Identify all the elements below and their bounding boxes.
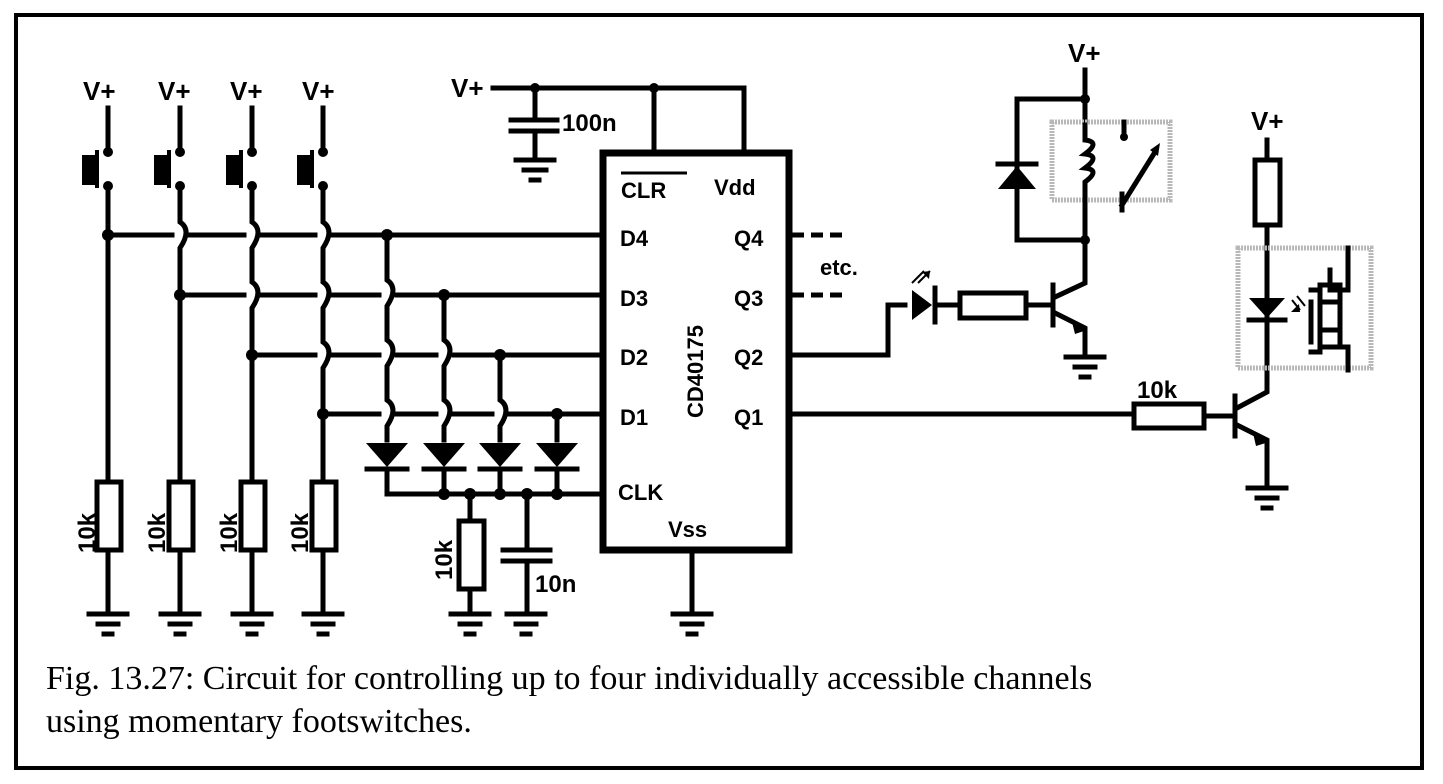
- npn-transistor-icon: [1232, 382, 1270, 488]
- continuation-label: etc.: [820, 255, 858, 280]
- pin-d2: D2: [620, 345, 648, 370]
- diode-icon: [421, 443, 467, 472]
- supply-label: V+: [83, 76, 116, 106]
- supply-label: V+: [230, 76, 263, 106]
- diode-icon: [477, 443, 523, 472]
- switch-column-4: V+ 10k: [287, 76, 345, 637]
- resistor-value: 10k: [144, 512, 171, 553]
- base-resistor-value: 10k: [1137, 377, 1178, 404]
- pin-vss: Vss: [668, 517, 707, 542]
- footswitch-icon[interactable]: [82, 150, 99, 188]
- led-resistor: [1252, 157, 1283, 228]
- resistor-value: 10k: [74, 512, 101, 553]
- supply-label: V+: [1251, 106, 1284, 136]
- ground-icon: [448, 611, 492, 637]
- supply-label: V+: [1068, 38, 1101, 68]
- data-bus: [102, 229, 603, 420]
- pin-q2: Q2: [734, 345, 763, 370]
- footswitch-icon[interactable]: [154, 150, 171, 188]
- ground-icon: [513, 157, 557, 183]
- resistor-value: 10k: [216, 512, 243, 553]
- capacitor-icon: [508, 117, 560, 134]
- flyback-diode-icon: [995, 161, 1039, 189]
- led-icon: [1246, 295, 1306, 323]
- pin-q4: Q4: [734, 226, 764, 251]
- diode-icon: [364, 443, 410, 472]
- pin-d3: D3: [620, 286, 648, 311]
- ground-icon: [158, 611, 202, 637]
- pin-vdd: Vdd: [714, 175, 756, 200]
- supply-label: V+: [451, 73, 484, 103]
- ground-icon: [86, 611, 130, 637]
- ground-icon: [301, 611, 345, 637]
- switch-column-3: V+ 10k: [216, 76, 274, 637]
- pin-d1: D1: [620, 405, 648, 430]
- footswitch-icon[interactable]: [297, 150, 314, 188]
- optomos-package: [1235, 245, 1374, 371]
- capacitor-icon: [500, 547, 553, 564]
- npn-transistor-icon: [1050, 242, 1088, 358]
- pin-clr: CLR: [621, 178, 666, 203]
- ground-icon: [504, 611, 548, 637]
- ic-cd40175[interactable]: CLR Vdd D4 D3 D2 D1 CLK Q4 Q3 Q2 Q1 Vss …: [599, 149, 793, 554]
- resistor-value: 10k: [287, 512, 314, 553]
- supply-label: V+: [302, 76, 335, 106]
- ground-icon: [1245, 485, 1289, 511]
- pulldown-resistor: [309, 479, 339, 553]
- optomos-driver: V+ 10k: [1131, 106, 1374, 511]
- pin-q1: Q1: [734, 405, 763, 430]
- ic-supply: V+ 100n: [451, 73, 747, 183]
- pulldown-resistor: [238, 479, 268, 553]
- caption-line-2: using momentary footswitches.: [46, 703, 472, 740]
- clock-resistor: [456, 518, 487, 592]
- pulldown-resistor: [166, 479, 196, 553]
- ground-icon: [670, 611, 714, 637]
- diode-icon: [534, 443, 580, 472]
- figure-caption: Fig. 13.27: Circuit for controlling up t…: [46, 657, 1376, 743]
- ground-icon: [1063, 354, 1107, 380]
- mosfet-icon: [1308, 245, 1351, 373]
- q2-wire: [789, 302, 908, 358]
- decoupling-cap-value: 100n: [562, 110, 617, 137]
- switch-column-2: V+ 10k: [144, 76, 202, 637]
- led-resistor: [957, 290, 1029, 321]
- clock-resistor-value: 10k: [431, 539, 458, 580]
- relay-coil-icon: [1078, 122, 1096, 243]
- pin-q3: Q3: [734, 286, 763, 311]
- switch-column-1: V+ 10k: [74, 76, 130, 637]
- footswitch-icon[interactable]: [226, 150, 243, 188]
- diode-or-network: 10k 10n: [364, 232, 603, 637]
- caption-line-1: Fig. 13.27: Circuit for controlling up t…: [46, 660, 1093, 697]
- ground-icon: [230, 611, 274, 637]
- pin-d4: D4: [620, 226, 649, 251]
- relay-driver: V+: [911, 38, 1173, 380]
- pin-clk: CLK: [618, 480, 663, 505]
- ic-part-number: CD40175: [683, 325, 708, 418]
- relay-package: [1049, 119, 1173, 203]
- base-resistor: [1131, 401, 1207, 431]
- continuation-lines: [792, 232, 848, 298]
- relay-contact-icon: [1118, 119, 1160, 213]
- led-icon: [911, 270, 938, 325]
- clock-capacitor-value: 10n: [535, 571, 576, 598]
- supply-label: V+: [158, 76, 191, 106]
